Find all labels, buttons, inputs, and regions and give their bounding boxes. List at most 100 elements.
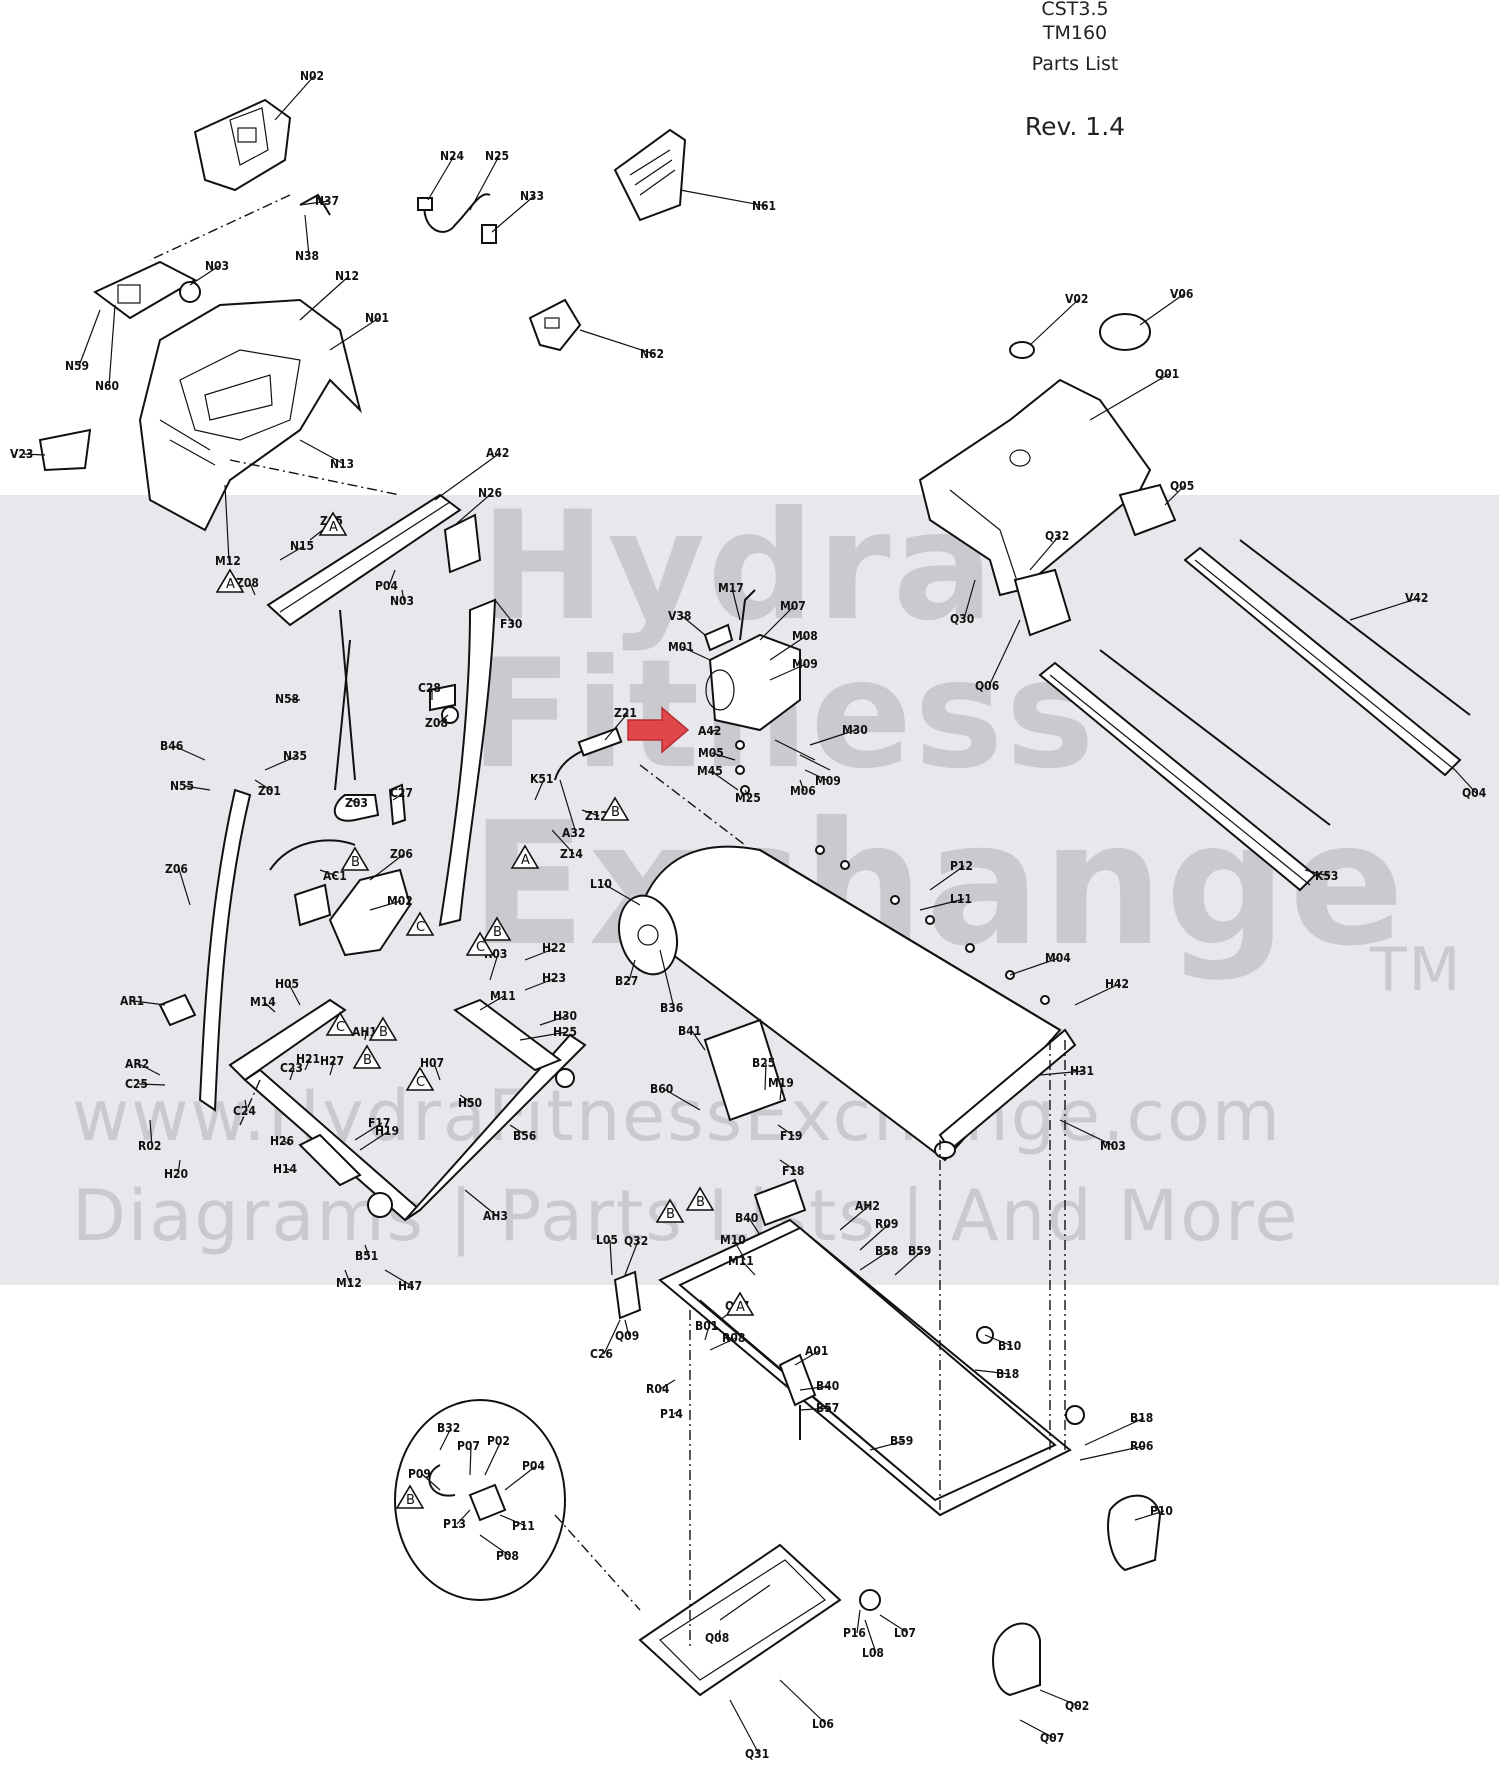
- leader-line: [138, 1083, 166, 1086]
- warning-letter: B: [696, 1195, 705, 1210]
- part-label: Q32: [1045, 529, 1069, 543]
- part-label: Z08: [425, 716, 448, 730]
- part-label: M05: [698, 746, 724, 760]
- rail-strip-v42: [1239, 539, 1471, 716]
- leader-line: [1454, 769, 1477, 794]
- model-name: CST3.5: [1041, 0, 1109, 20]
- wheel-b60: [555, 1068, 575, 1088]
- part-label: M01: [668, 640, 694, 654]
- warning-letter: C: [476, 940, 485, 955]
- leader-line: [628, 959, 636, 982]
- part-label: AR2: [125, 1057, 149, 1071]
- leader-line: [1134, 1510, 1165, 1521]
- leader-line: [329, 317, 380, 351]
- leader-line: [581, 809, 600, 817]
- part-label: H26: [270, 1134, 294, 1148]
- leader-line: [439, 1427, 452, 1451]
- warning-triangle-icon: B: [685, 1186, 715, 1211]
- part-label: H30: [553, 1009, 577, 1023]
- leader-line: [489, 953, 499, 981]
- part-label: P10: [1150, 1504, 1173, 1518]
- side-rail-q04: [1183, 546, 1462, 777]
- part-label: A42: [698, 724, 721, 738]
- part-label: H19: [375, 1124, 399, 1138]
- part-label: P11: [512, 1519, 535, 1533]
- end-cap-q07: [992, 1622, 1041, 1697]
- part-label: L10: [590, 877, 612, 891]
- base-frame-ah1: [228, 998, 587, 1222]
- part-label: Z06: [390, 847, 413, 861]
- part-label: L11: [950, 892, 972, 906]
- part-label: Q30: [950, 612, 974, 626]
- part-label: N03: [390, 594, 414, 608]
- warning-letter: A: [226, 577, 235, 592]
- part-label: M25: [735, 791, 761, 805]
- motor-bracket-q09: [613, 1270, 642, 1320]
- warning-triangle-icon: B: [600, 796, 630, 821]
- part-label: B51: [355, 1249, 378, 1263]
- warning-letter: B: [379, 1025, 388, 1040]
- leader-line: [769, 663, 807, 681]
- part-label: Z14: [560, 847, 583, 861]
- leader-line: [799, 1385, 831, 1391]
- leader-line: [731, 587, 741, 621]
- part-label: V02: [1065, 292, 1088, 306]
- part-label: N02: [300, 69, 324, 83]
- warning-letter: C: [336, 1020, 345, 1035]
- leader-line: [663, 1088, 701, 1111]
- part-label: N62: [640, 347, 664, 361]
- bracket-v23-part: [38, 428, 92, 472]
- part-label: M11: [490, 989, 516, 1003]
- leader-line: [138, 1063, 161, 1076]
- part-label: B40: [735, 1211, 758, 1225]
- leader-line: [769, 635, 807, 661]
- part-label: Z01: [258, 784, 281, 798]
- part-label: K51: [530, 772, 553, 786]
- part-label: M09: [792, 657, 818, 671]
- incline-motor-b40: [778, 1353, 817, 1440]
- part-label: H27: [320, 1054, 344, 1068]
- leader-line: [491, 195, 535, 233]
- leader-line: [704, 1325, 710, 1341]
- leader-line: [519, 1031, 568, 1041]
- wire-harness-top: [299, 193, 497, 244]
- part-label: B40: [816, 1379, 839, 1393]
- warning-letter: B: [666, 1207, 675, 1222]
- part-label: B18: [996, 1367, 1019, 1381]
- leader-line: [799, 1407, 831, 1411]
- part-label: Q08: [705, 1631, 729, 1645]
- leader-line: [1164, 485, 1185, 506]
- right-upright-ac2: [438, 598, 497, 927]
- leader-line: [484, 1440, 502, 1476]
- leader-line: [304, 214, 310, 257]
- leader-line: [681, 646, 711, 661]
- watermark-line-1: Hydra: [480, 480, 996, 654]
- part-label: B27: [615, 974, 638, 988]
- part-label: V42: [1405, 591, 1428, 605]
- warning-triangle-icon: C: [405, 911, 435, 936]
- part-label: N12: [335, 269, 359, 283]
- console-display-part: [193, 98, 292, 192]
- part-label: R08: [722, 1331, 745, 1345]
- leader-line: [1019, 1719, 1055, 1739]
- bracket-ah3: [298, 1133, 362, 1187]
- part-label: N03: [205, 259, 229, 273]
- leader-line: [344, 1269, 351, 1284]
- warning-letter: B: [351, 855, 360, 870]
- part-label: P16: [843, 1626, 866, 1640]
- leader-line: [603, 1319, 621, 1355]
- leader-line: [299, 439, 345, 465]
- leader-line: [710, 770, 739, 791]
- leader-line: [748, 1217, 761, 1236]
- part-label: A42: [486, 446, 509, 460]
- wheel-b60-right: [1065, 1405, 1085, 1425]
- warning-letter: B: [406, 1493, 415, 1508]
- part-label: K53: [1315, 869, 1338, 883]
- part-label: P04: [522, 1459, 545, 1473]
- part-label: B57: [816, 1401, 839, 1415]
- leader-line: [1079, 1445, 1145, 1461]
- part-label: Q02: [1065, 1699, 1089, 1713]
- hood-bracket-q05: [1118, 483, 1177, 537]
- part-label: F17: [368, 1116, 390, 1130]
- assembly-line-console: [149, 194, 291, 261]
